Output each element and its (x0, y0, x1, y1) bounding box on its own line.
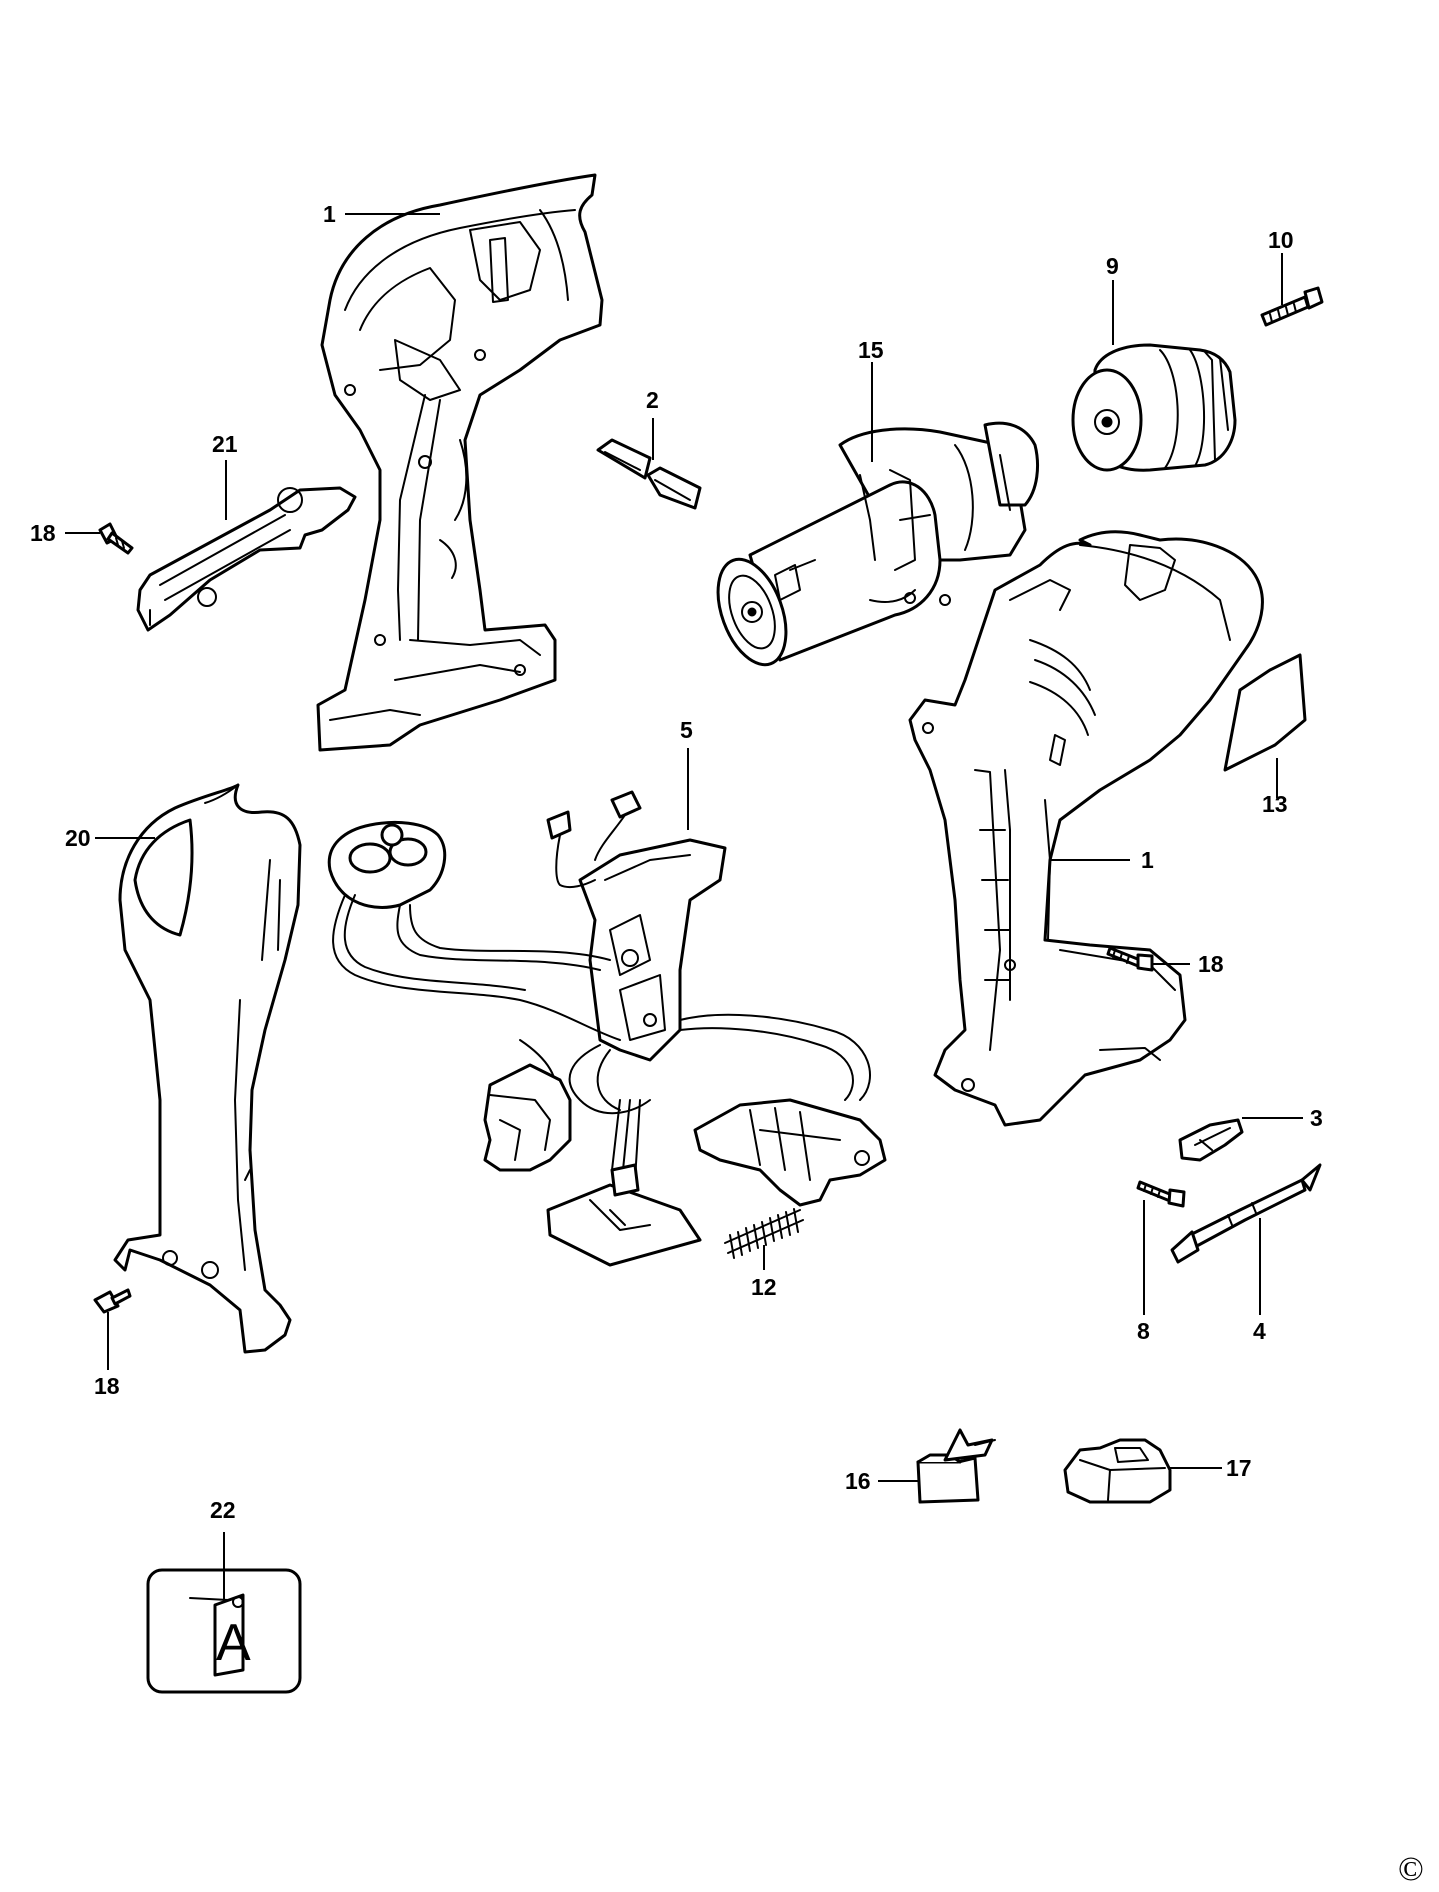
label-9: 9 (1106, 253, 1119, 279)
sign-letter: A (216, 1614, 251, 1672)
label-21: 21 (212, 431, 238, 457)
motor-gearbox-15 (716, 421, 1040, 667)
screw-8 (1136, 1180, 1186, 1208)
label-13: 13 (1262, 791, 1288, 817)
part-labels: 1 2 15 9 10 21 18 5 20 13 1 18 3 8 4 12 … (30, 201, 1323, 1523)
charger-16 (916, 1428, 996, 1504)
label-8: 8 (1137, 1318, 1150, 1344)
label-22: 22 (210, 1497, 236, 1523)
label-10: 10 (1268, 227, 1294, 253)
label-13 (1223, 653, 1307, 772)
chuck-9 (1071, 343, 1237, 472)
clip-3 (1178, 1118, 1244, 1162)
label-18-right: 18 (1198, 951, 1224, 977)
switch-wiring-5 (327, 790, 871, 1267)
left-housing-half (316, 173, 604, 752)
label-15: 15 (858, 337, 884, 363)
copyright-mark: © (1398, 1851, 1424, 1888)
screw-10 (1260, 286, 1324, 327)
handle-cover-20 (113, 783, 302, 1354)
label-3: 3 (1310, 1105, 1323, 1131)
label-18-left: 18 (30, 520, 56, 546)
right-housing-half (908, 530, 1264, 1127)
label-1-right: 1 (1141, 847, 1154, 873)
screw-18-bottom (93, 1288, 132, 1314)
label-4: 4 (1253, 1318, 1266, 1344)
label-17: 17 (1226, 1455, 1252, 1481)
label-5: 5 (680, 717, 693, 743)
screw-18-left (98, 522, 134, 555)
bit-4 (1170, 1163, 1322, 1264)
screw-18-right (1106, 946, 1154, 972)
spring-12 (724, 1208, 804, 1259)
leader-lines (65, 213, 1303, 1603)
sign-box-22: A (146, 1568, 302, 1694)
belt-clip-21 (136, 486, 357, 632)
connector-2 (596, 438, 702, 510)
label-16: 16 (845, 1468, 871, 1494)
label-1-left: 1 (323, 201, 336, 227)
label-18-bottom: 18 (94, 1373, 120, 1399)
label-20: 20 (65, 825, 91, 851)
label-12: 12 (751, 1274, 777, 1300)
battery-17 (1063, 1438, 1172, 1504)
label-2: 2 (646, 387, 659, 413)
contact-block (693, 1098, 887, 1207)
